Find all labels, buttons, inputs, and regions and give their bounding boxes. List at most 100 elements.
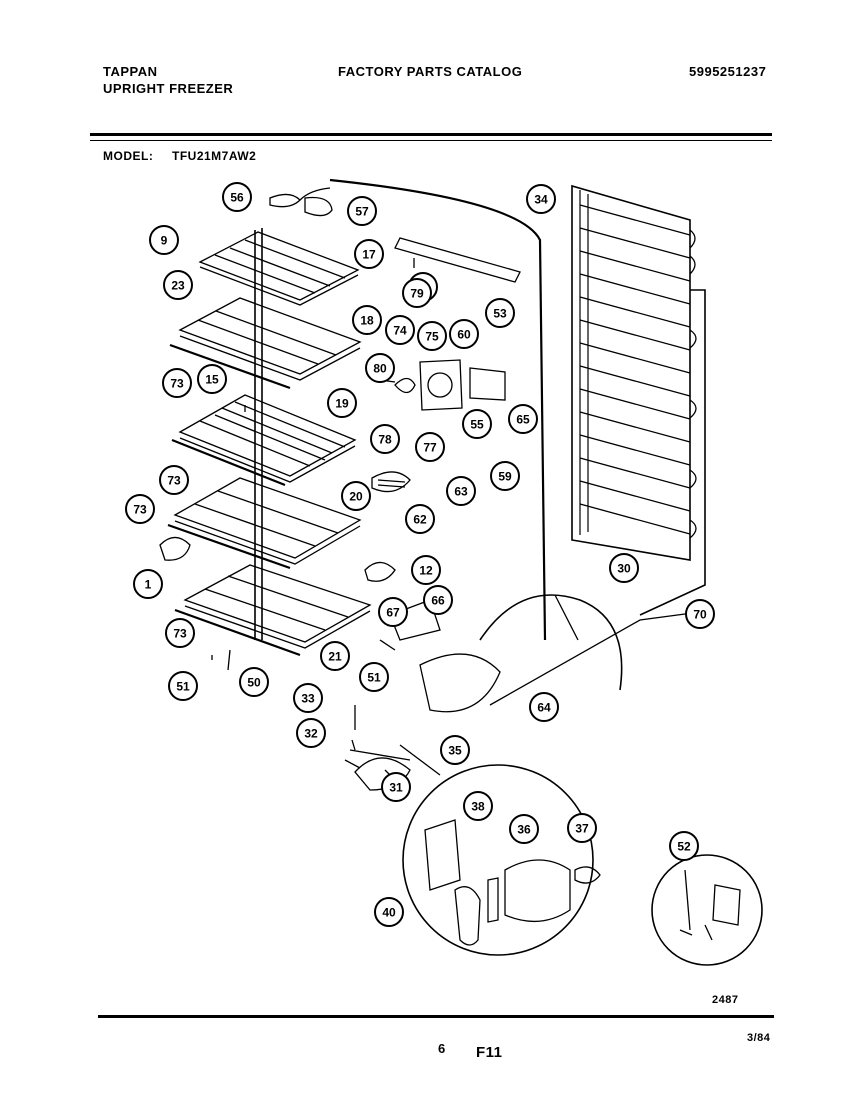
callout-circle	[159, 465, 189, 495]
callout-circle	[168, 671, 198, 701]
callout-label: 15	[205, 373, 219, 387]
callout-80: 80	[365, 353, 395, 383]
callout-circle	[374, 897, 404, 927]
callout-label: 66	[431, 594, 445, 608]
callout-19: 19	[327, 388, 357, 418]
callout-30: 30	[609, 553, 639, 583]
callout-circle	[385, 315, 415, 345]
callout-66: 66	[423, 585, 453, 615]
callout-65: 65	[508, 404, 538, 434]
light-bulb-56	[269, 193, 301, 208]
callout-79: 79	[402, 278, 432, 308]
callout-label: 77	[423, 441, 437, 455]
revision-date: 3/84	[747, 1032, 771, 1044]
callout-circle	[685, 599, 715, 629]
callout-circle	[165, 618, 195, 648]
shelf-18	[178, 297, 362, 381]
callout-label: 64	[537, 701, 551, 715]
callout-label: 37	[575, 822, 589, 836]
callout-circle	[402, 278, 432, 308]
callout-37: 37	[567, 813, 597, 843]
callout-62: 62	[405, 504, 435, 534]
brand-name: TAPPAN	[103, 64, 158, 79]
header-rule-thin	[90, 140, 772, 141]
callout-label: 67	[386, 606, 400, 620]
callout-55: 55	[462, 409, 492, 439]
model-label: MODEL:	[103, 149, 154, 163]
footer-rule	[98, 1015, 774, 1018]
overload-36	[504, 859, 571, 923]
callout-circle	[567, 813, 597, 843]
callout-circle	[405, 504, 435, 534]
callout-label: 73	[167, 474, 181, 488]
callout-circle	[163, 270, 193, 300]
callout-circle	[341, 481, 371, 511]
callout-15: 15	[197, 364, 227, 394]
callout-label: 60	[457, 328, 471, 342]
callout-35: 35	[440, 735, 470, 765]
callout-circle	[197, 364, 227, 394]
callout-56: 56	[222, 182, 252, 212]
callout-label: 33	[301, 692, 315, 706]
callout-circle	[378, 597, 408, 627]
callout-64: 64	[529, 692, 559, 722]
callout-circle	[417, 321, 447, 351]
callout-label: 32	[304, 727, 318, 741]
callout-circle	[352, 305, 382, 335]
callout-label: 62	[413, 513, 427, 527]
callout-label: 59	[498, 470, 512, 484]
callout-circle	[359, 662, 389, 692]
callout-circle	[320, 641, 350, 671]
product-name: UPRIGHT FREEZER	[103, 81, 234, 96]
callout-20: 20	[341, 481, 371, 511]
page-number: 6	[438, 1041, 446, 1056]
shelf-20	[173, 477, 362, 565]
light-socket-57	[304, 196, 333, 217]
callout-63: 63	[446, 476, 476, 506]
callout-circle	[415, 432, 445, 462]
callout-57: 57	[347, 196, 377, 226]
callout-51: 51	[168, 671, 198, 701]
callout-label: 34	[534, 193, 548, 207]
callout-52: 52	[669, 831, 699, 861]
model-number: TFU21M7AW2	[172, 149, 257, 163]
callout-33: 33	[293, 683, 323, 713]
callout-9: 9	[149, 225, 179, 255]
relay-38	[424, 819, 461, 891]
shelf-trim-76	[394, 237, 521, 283]
callout-circle	[370, 424, 400, 454]
callout-circle	[293, 683, 323, 713]
callout-label: 38	[471, 800, 485, 814]
callout-circle	[509, 814, 539, 844]
callout-label: 57	[355, 205, 369, 219]
callout-label: 31	[389, 781, 403, 795]
callout-78: 78	[370, 424, 400, 454]
callout-circle	[449, 319, 479, 349]
callout-21: 21	[320, 641, 350, 671]
callout-label: 50	[247, 676, 261, 690]
callout-label: 73	[170, 377, 184, 391]
callout-circle	[239, 667, 269, 697]
callout-circle	[462, 409, 492, 439]
callout-circle	[490, 461, 520, 491]
callout-label: 1	[145, 578, 152, 592]
callout-23: 23	[163, 270, 193, 300]
callout-73: 73	[162, 368, 192, 398]
cover-40	[454, 886, 481, 946]
callout-circle	[411, 555, 441, 585]
callout-circle	[162, 368, 192, 398]
callout-circle	[526, 184, 556, 214]
callout-75: 75	[417, 321, 447, 351]
catalog-number: 5995251237	[689, 64, 767, 79]
callout-67: 67	[378, 597, 408, 627]
callout-label: 78	[378, 433, 392, 447]
callout-circle	[347, 196, 377, 226]
callout-50: 50	[239, 667, 269, 697]
callout-73: 73	[165, 618, 195, 648]
callout-label: 35	[448, 744, 462, 758]
callout-label: 23	[171, 279, 185, 293]
callout-circle	[508, 404, 538, 434]
callout-circle	[463, 791, 493, 821]
callout-74: 74	[385, 315, 415, 345]
